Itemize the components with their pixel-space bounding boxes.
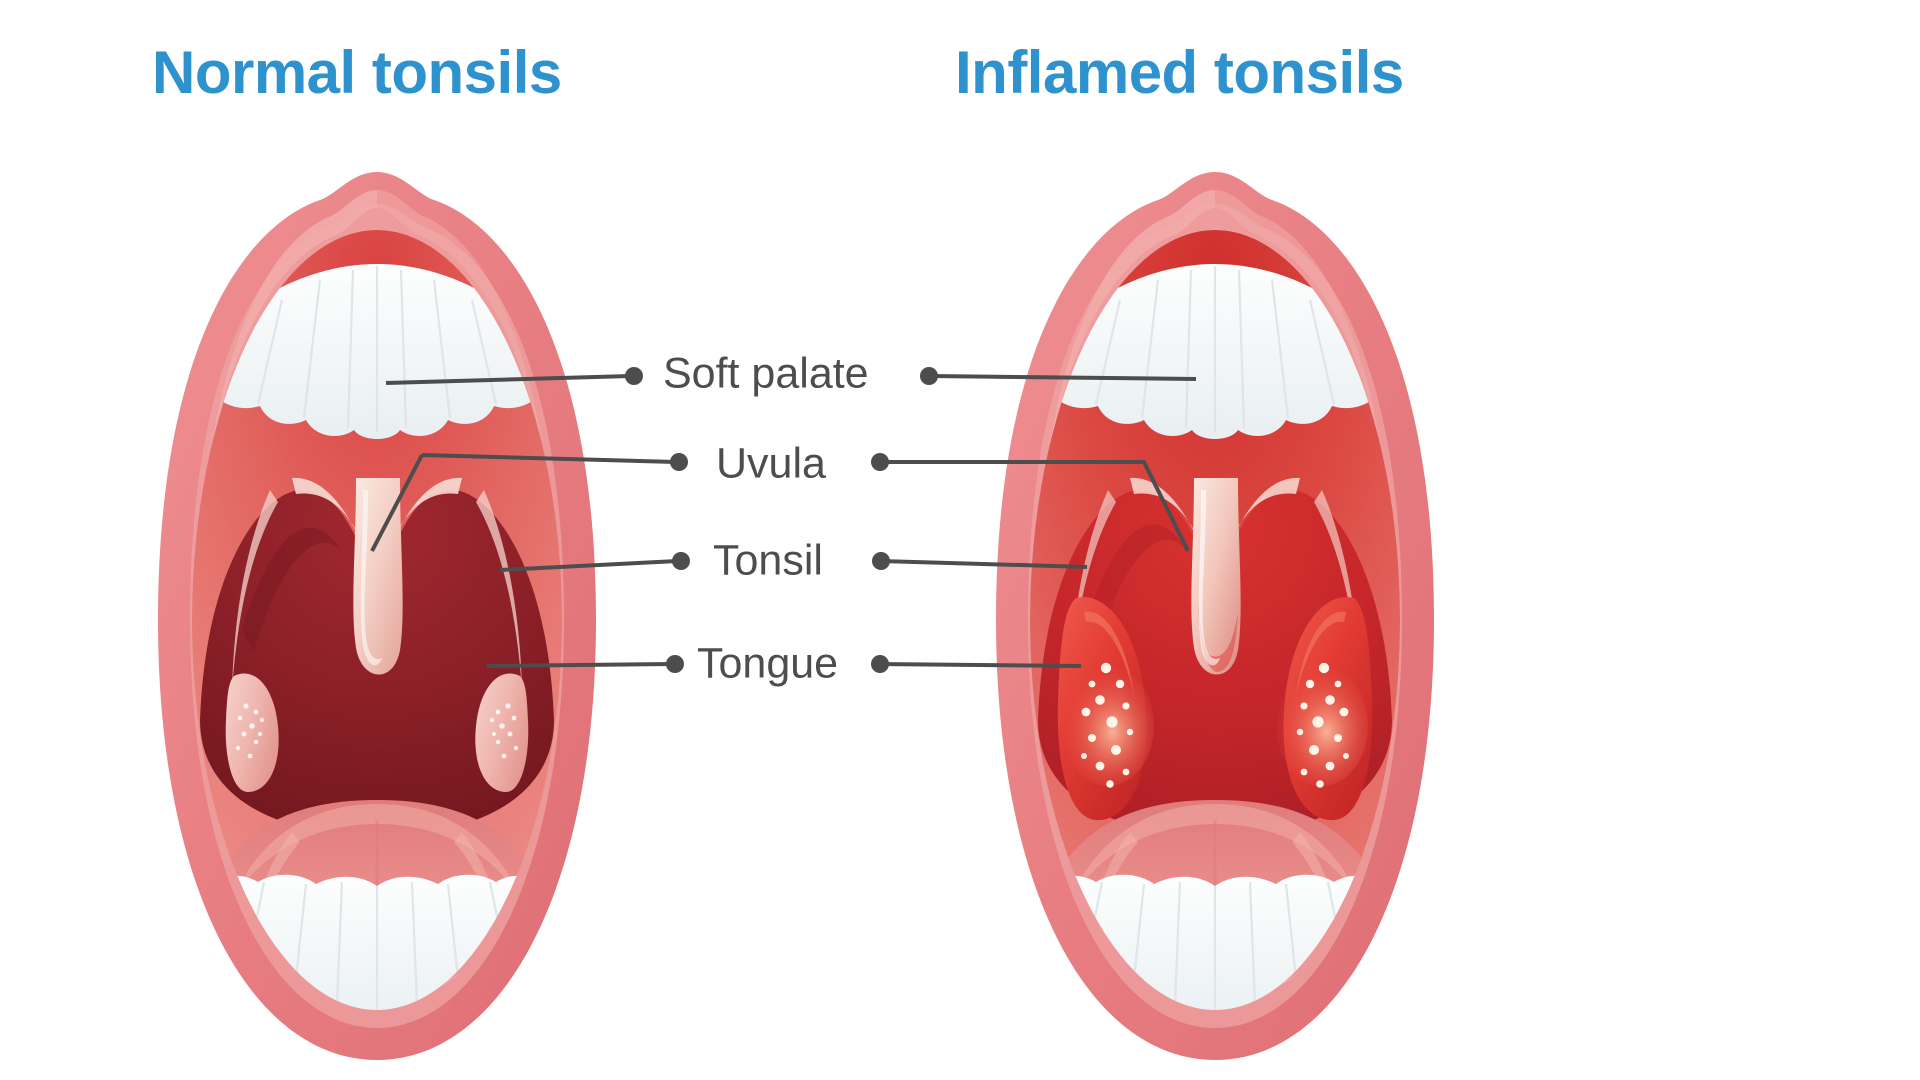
tonsil-left-normal (225, 673, 279, 792)
leader-tongue-left (486, 662, 673, 668)
leader-tongue-right (880, 662, 1082, 668)
label-tongue: Tongue (697, 639, 839, 688)
leader-tonsil-left (499, 559, 679, 572)
leader-dot-uvula-left (670, 453, 688, 471)
leader-soft-palate-right (929, 374, 1197, 381)
tonsil-right-normal (475, 673, 529, 792)
tonsil-right-inflamed (1276, 597, 1373, 821)
label-uvula: Uvula (716, 439, 826, 488)
leader-uvula-right (881, 460, 1190, 552)
leader-dot-uvula-right (871, 453, 889, 471)
panel-title-normal: Normal tonsils (152, 39, 562, 106)
uvula-inflamed (1191, 478, 1241, 675)
tonsil-left-inflamed (1057, 597, 1154, 821)
leader-dot-tongue-right (871, 655, 889, 673)
upper-teeth-normal (198, 264, 556, 439)
upper-teeth-inflamed (1036, 264, 1394, 439)
mouth-illustration-normal (142, 160, 612, 1070)
leader-dot-soft-palate-right (920, 367, 938, 385)
label-soft-palate: Soft palate (663, 349, 869, 398)
label-tonsil: Tonsil (713, 536, 823, 585)
leader-dot-tonsil-left (672, 552, 690, 570)
mouth-illustration-inflamed (980, 160, 1450, 1070)
leader-soft-palate-left (385, 374, 631, 385)
leader-uvula-left (370, 453, 677, 552)
leader-dot-tonsil-right (872, 552, 890, 570)
leader-dot-tongue-left (666, 655, 684, 673)
uvula-normal (353, 478, 403, 675)
leader-tonsil-right (881, 559, 1088, 569)
panel-title-inflamed: Inflamed tonsils (955, 39, 1404, 106)
leader-dot-soft-palate-left (625, 367, 643, 385)
